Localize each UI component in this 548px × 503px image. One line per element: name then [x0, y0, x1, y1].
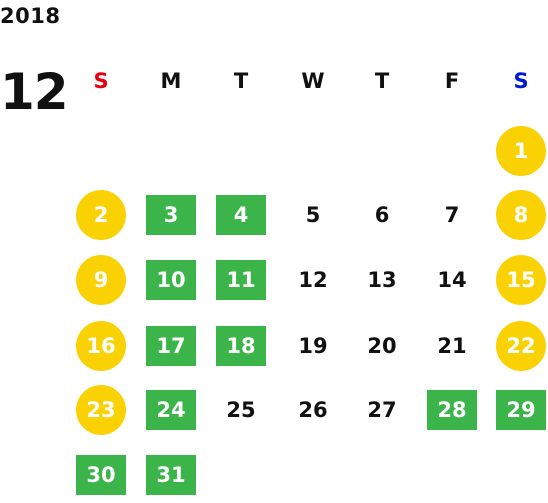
- day-cell[interactable]: 18: [216, 326, 266, 366]
- day-cell[interactable]: 21: [437, 334, 467, 358]
- day-cell[interactable]: 23: [76, 385, 126, 435]
- day-cell[interactable]: 27: [367, 398, 397, 422]
- weekday-label: T: [374, 69, 390, 93]
- day-cell[interactable]: 26: [298, 398, 328, 422]
- day-cell[interactable]: 19: [298, 334, 328, 358]
- day-cell[interactable]: 25: [226, 398, 256, 422]
- weekday-label: T: [233, 69, 249, 93]
- weekday-label: S: [93, 69, 109, 93]
- day-cell[interactable]: 1: [496, 126, 546, 176]
- day-cell[interactable]: 15: [496, 255, 546, 305]
- calendar-month: 12: [0, 63, 69, 121]
- day-cell[interactable]: 16: [76, 321, 126, 371]
- day-cell[interactable]: 9: [76, 255, 126, 305]
- day-cell[interactable]: 14: [437, 268, 467, 292]
- day-cell[interactable]: 12: [298, 268, 328, 292]
- day-cell[interactable]: 30: [76, 455, 126, 495]
- day-cell[interactable]: 24: [146, 390, 196, 430]
- weekday-label: S: [513, 69, 529, 93]
- day-cell[interactable]: 11: [216, 260, 266, 300]
- day-cell[interactable]: 13: [367, 268, 397, 292]
- day-cell[interactable]: 4: [216, 195, 266, 235]
- day-cell[interactable]: 3: [146, 195, 196, 235]
- day-cell[interactable]: 20: [367, 334, 397, 358]
- weekday-label: F: [444, 69, 460, 93]
- day-cell[interactable]: 31: [146, 455, 196, 495]
- day-cell[interactable]: 8: [496, 190, 546, 240]
- day-cell[interactable]: 5: [305, 203, 321, 227]
- day-cell[interactable]: 29: [496, 390, 546, 430]
- day-cell[interactable]: 7: [444, 203, 460, 227]
- day-cell[interactable]: 10: [146, 260, 196, 300]
- weekday-label: M: [160, 69, 182, 93]
- day-cell[interactable]: 2: [76, 190, 126, 240]
- day-cell[interactable]: 22: [496, 321, 546, 371]
- weekday-label: W: [301, 69, 325, 93]
- calendar-year: 2018: [0, 4, 61, 28]
- day-cell[interactable]: 17: [146, 326, 196, 366]
- day-cell[interactable]: 28: [427, 390, 477, 430]
- day-cell[interactable]: 6: [374, 203, 390, 227]
